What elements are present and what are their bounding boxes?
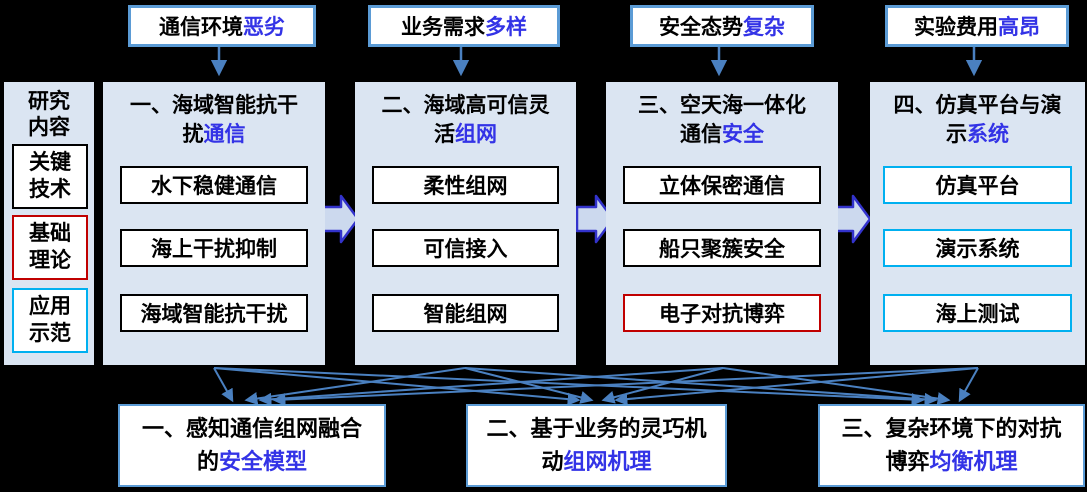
column-title: 二、海域高可信灵活组网 (380, 82, 552, 150)
theory-text-highlight: 均衡机理 (929, 449, 1018, 475)
block-arrow-icon (832, 194, 872, 244)
theory-box-game-equilibrium-mechanism: 三、复杂环境下的对抗博弈均衡机理 (818, 404, 1085, 487)
challenge-text: 安全态势 (659, 15, 743, 39)
challenge-text: 实验费用 (914, 15, 998, 39)
tech-item: 智能组网 (372, 294, 559, 332)
tech-item: 海域智能抗干扰 (120, 294, 308, 332)
column-title-text: 四、仿真平台与演示 (893, 93, 1062, 147)
column-title-text: 三、空天海一体化通信 (638, 93, 806, 147)
theory-box-security-model: 一、感知通信组网融合的安全模型 (118, 404, 386, 487)
sidebar-item-basic-theory: 基础理论 (12, 215, 88, 280)
theory-text-prefix: 二、基于业务的灵巧机动 (486, 416, 707, 475)
tech-item: 演示系统 (883, 229, 1072, 267)
connector-line (213, 367, 581, 406)
connector-line (722, 367, 951, 405)
connector-line (614, 367, 979, 406)
tech-item: 电子对抗博弈 (623, 294, 821, 332)
column-title-highlight: 组网 (455, 122, 497, 147)
tech-item: 水下稳健通信 (120, 166, 308, 204)
challenge-highlight: 多样 (485, 15, 527, 39)
column-trusted-flexible-networking: 二、海域高可信灵活组网 柔性组网 可信接入 智能组网 (355, 82, 576, 365)
sidebar-title: 研究内容 (28, 89, 70, 140)
column-simulation-platform-demo-system: 四、仿真平台与演示系统 仿真平台 演示系统 海上测试 (870, 82, 1085, 365)
tech-item: 海上测试 (883, 294, 1072, 332)
tech-item: 仿真平台 (883, 166, 1072, 204)
theory-text-highlight: 安全模型 (219, 449, 308, 475)
column-anti-jamming-communication: 一、海域智能抗干扰通信 水下稳健通信 海上干扰抑制 海域智能抗干扰 (103, 82, 325, 365)
tech-item: 立体保密通信 (623, 166, 821, 204)
challenge-box-business-demand: 业务需求多样 (368, 5, 560, 47)
theory-text: 三、复杂环境下的对抗博弈均衡机理 (836, 413, 1068, 479)
column-title: 四、仿真平台与演示系统 (892, 82, 1064, 150)
theory-text: 二、基于业务的灵巧机动组网机理 (481, 413, 713, 479)
column-title-text: 一、海域智能抗干扰 (130, 93, 298, 147)
theory-box-networking-mechanism: 二、基于业务的灵巧机动组网机理 (466, 404, 727, 487)
challenge-highlight: 高昂 (998, 15, 1040, 39)
theory-text-highlight: 组网机理 (563, 449, 652, 475)
challenge-highlight: 复杂 (743, 15, 785, 39)
connector-line (272, 367, 979, 407)
connector-line (213, 367, 925, 407)
challenge-text: 通信环境 (159, 15, 243, 39)
challenge-box-communication-env: 通信环境恶劣 (128, 5, 316, 47)
theory-text: 一、感知通信组网融合的安全模型 (136, 413, 368, 479)
tech-item: 柔性组网 (372, 166, 559, 204)
tech-item: 可信接入 (372, 229, 559, 267)
challenge-box-experiment-cost: 实验费用高昂 (885, 5, 1069, 47)
sidebar-item-application-demo: 应用示范 (12, 288, 88, 353)
sidebar-research-content: 研究内容 关键技术 基础理论 应用示范 (4, 82, 94, 365)
column-title: 三、空天海一体化通信安全 (636, 82, 808, 150)
column-title-text: 二、海域高可信灵活 (381, 93, 550, 147)
connector-line (258, 367, 724, 406)
connector-line (464, 367, 594, 404)
column-title-highlight: 安全 (722, 122, 764, 147)
block-arrow-icon (320, 194, 360, 244)
challenge-highlight: 恶劣 (243, 15, 285, 39)
column-integrated-communication-security: 三、空天海一体化通信安全 立体保密通信 船只聚簇安全 电子对抗博弈 (606, 82, 838, 365)
connector-line (213, 367, 234, 403)
theory-text-prefix: 三、复杂环境下的对抗博弈 (841, 416, 1062, 475)
sidebar-item-key-technology: 关键技术 (12, 144, 88, 209)
tech-item: 船只聚簇安全 (623, 229, 821, 267)
column-title: 一、海域智能抗干扰通信 (128, 82, 300, 150)
connector-line (958, 367, 979, 403)
tech-item: 海上干扰抑制 (120, 229, 308, 267)
column-title-highlight: 系统 (967, 122, 1009, 147)
challenge-text: 业务需求 (401, 15, 485, 39)
challenge-box-security-situation: 安全态势复杂 (630, 5, 814, 47)
theory-text-prefix: 一、感知通信组网融合的 (141, 416, 362, 475)
connector-line (464, 367, 938, 406)
column-title-highlight: 通信 (203, 122, 246, 147)
